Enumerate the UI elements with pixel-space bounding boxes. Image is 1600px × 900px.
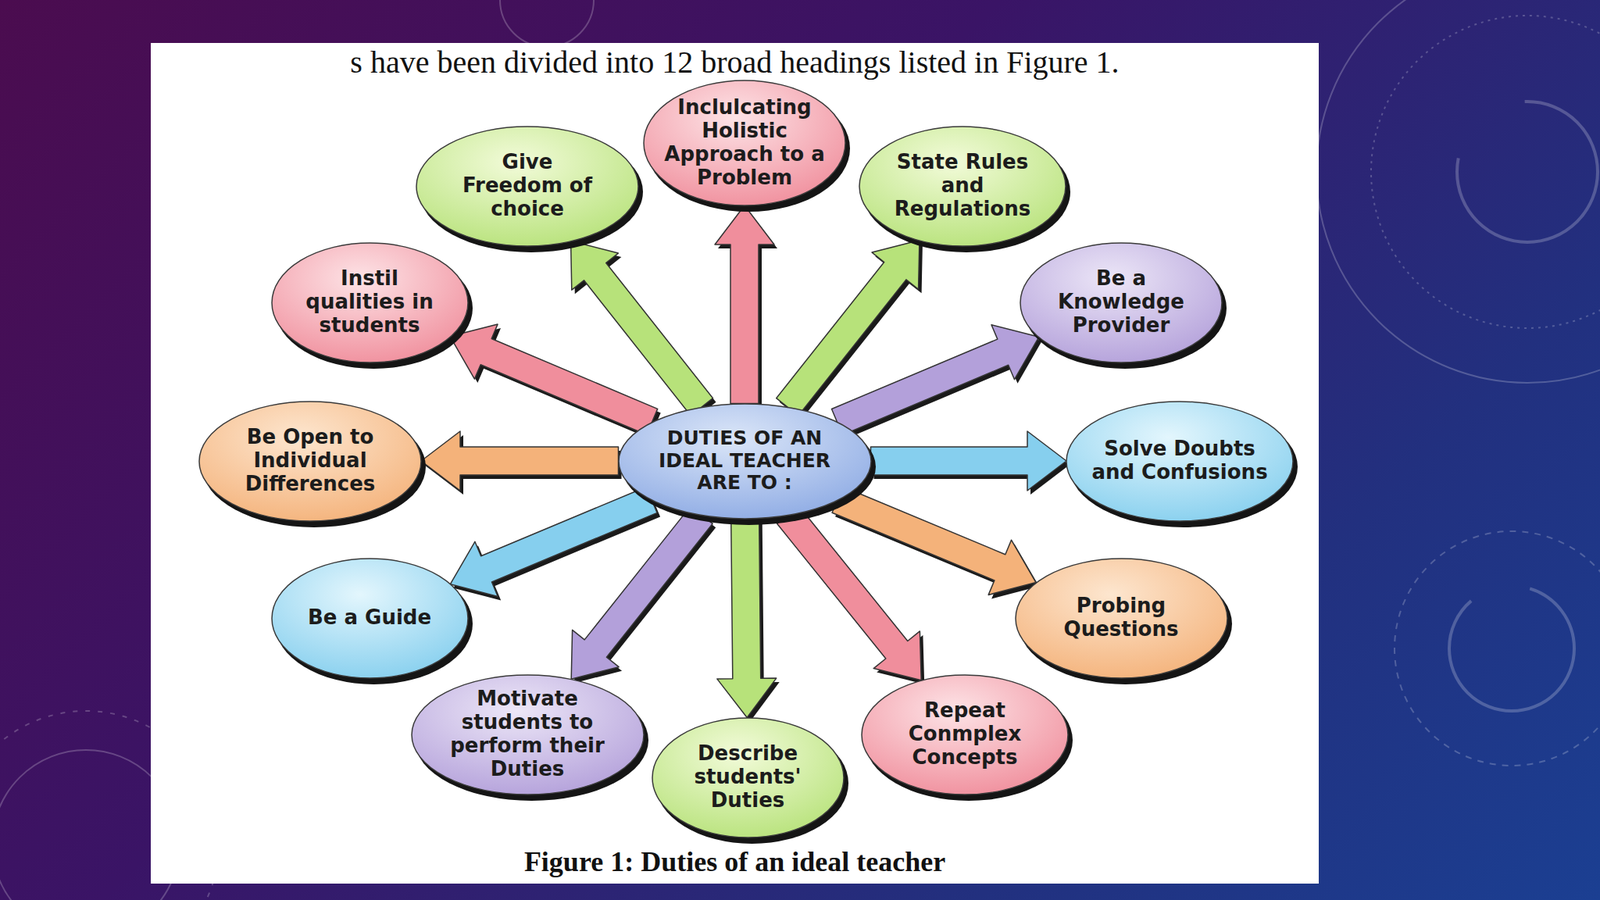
duty-text: Be a Knowledge Provider [1042, 267, 1200, 338]
duty-text: Give Freedom of choice [449, 150, 606, 222]
arrow-body [832, 486, 1036, 595]
block-arrow [450, 486, 661, 600]
ellipse-fill [1020, 242, 1222, 363]
text-holder: Inclulcating Holistic Approach to a Prob… [662, 96, 827, 190]
ellipse-fill [199, 401, 422, 522]
arrow-body [571, 240, 714, 416]
arrow-body [777, 506, 922, 681]
ellipse-fill [271, 558, 468, 679]
duty-ellipse: State Rules and Regulations [855, 122, 1070, 250]
block-arrow [421, 431, 622, 495]
duty-ellipse: Be Open to Individual Differences [195, 397, 425, 525]
duty-ellipse: Solve Doubts and Confusions [1062, 397, 1297, 525]
duty-ellipse: Be a Knowledge Provider [1016, 239, 1226, 367]
duty-ellipse: Give Freedom of choice [412, 122, 643, 250]
text-holder: Repeat Conmplex Concepts [886, 699, 1043, 770]
duty-text: Describe students' Duties [673, 742, 822, 813]
ellipse-fill [618, 403, 872, 519]
figure-caption: Figure 1: Duties of an ideal teacher [150, 845, 1319, 879]
decor-ring [1394, 531, 1600, 766]
decor-ring [1449, 585, 1575, 711]
block-arrow [714, 205, 778, 408]
ellipse-fill [652, 717, 844, 838]
arrow-body [450, 486, 658, 597]
text-holder: Describe students' Duties [673, 742, 822, 813]
decor-ring [1371, 15, 1600, 329]
duty-ellipse: Motivate students to perform their Dutie… [407, 671, 648, 799]
duty-text: Be a Guide [291, 606, 448, 630]
center-ellipse: DUTIES OF AN IDEAL TEACHER ARE TO : [614, 400, 875, 523]
ellipse-fill [861, 675, 1068, 795]
block-arrow [832, 486, 1040, 599]
arrow-body [421, 431, 619, 491]
duty-text: Instil qualities in students [295, 267, 444, 338]
duty-text: Motivate students to perform their Dutie… [441, 687, 614, 782]
duty-text: Repeat Conmplex Concepts [886, 699, 1043, 770]
ellipse-fill [1066, 401, 1293, 522]
duty-text: Inclulcating Holistic Approach to a Prob… [662, 96, 827, 190]
text-holder: Solve Doubts and Confusions [1089, 437, 1270, 485]
ellipse-fill [416, 126, 639, 247]
text-holder: Give Freedom of choice [449, 150, 606, 222]
heading-fragment: s have been divided into 12 broad headin… [150, 43, 1319, 81]
arrow-body [714, 205, 775, 404]
ellipse-fill [859, 126, 1066, 247]
text-holder: Be a Knowledge Provider [1042, 267, 1200, 338]
block-arrow [871, 431, 1071, 495]
block-arrow [571, 240, 717, 420]
ellipse-fill [643, 80, 846, 206]
text-holder: State Rules and Regulations [884, 150, 1041, 222]
text-holder: Probing Questions [1039, 594, 1204, 642]
decor-ring [500, 0, 594, 47]
arrow-body [871, 431, 1068, 491]
ellipse-fill [1015, 558, 1228, 679]
decor-ring [1316, 0, 1600, 383]
text-holder: Be a Guide [291, 606, 448, 630]
duty-text: State Rules and Regulations [884, 150, 1041, 222]
block-arrow [832, 325, 1043, 440]
duty-ellipse: Describe students' Duties [648, 714, 848, 842]
block-arrow [717, 517, 780, 722]
block-arrow [450, 324, 661, 439]
decor-ring [1457, 101, 1598, 243]
text-holder: Instil qualities in students [295, 267, 444, 338]
duty-text: Solve Doubts and Confusions [1089, 437, 1270, 485]
arrow-body [717, 517, 777, 718]
ellipse-fill [411, 675, 644, 795]
duty-ellipse: Be a Guide [267, 554, 472, 683]
text-holder: Motivate students to perform their Dutie… [441, 687, 614, 782]
text-holder: Be Open to Individual Differences [224, 425, 397, 497]
duty-ellipse: Instil qualities in students [267, 239, 472, 367]
duty-text: Probing Questions [1039, 594, 1204, 642]
text-holder: DUTIES OF AN IDEAL TEACHER ARE TO : [646, 427, 843, 495]
arrow-body [832, 325, 1040, 436]
duty-ellipse: Probing Questions [1011, 554, 1232, 683]
ellipse-fill [271, 242, 468, 363]
center-heading: DUTIES OF AN IDEAL TEACHER ARE TO : [646, 427, 843, 495]
duty-ellipse: Inclulcating Holistic Approach to a Prob… [639, 76, 850, 210]
arrow-body [450, 324, 658, 435]
duty-ellipse: Repeat Conmplex Concepts [857, 671, 1072, 799]
duty-text: Be Open to Individual Differences [224, 425, 397, 497]
block-arrow [777, 506, 925, 685]
